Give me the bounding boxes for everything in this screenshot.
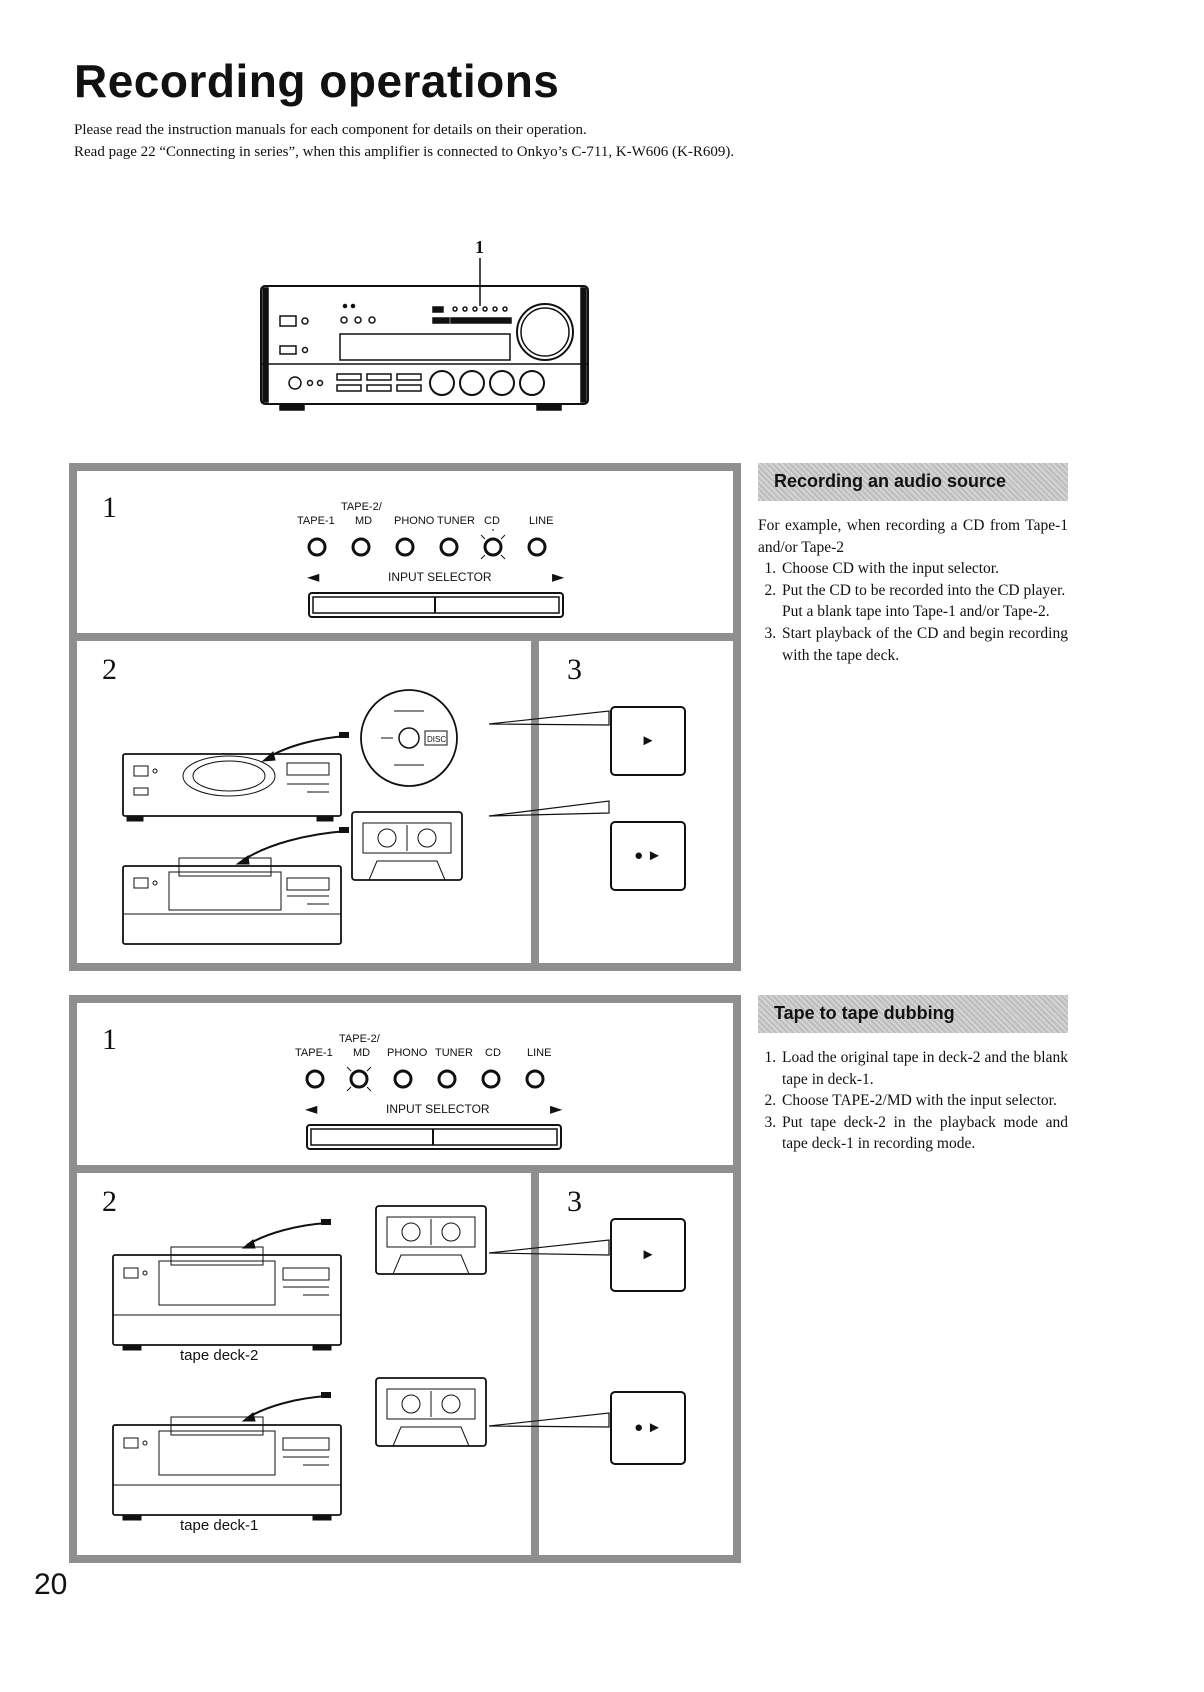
input-selector-bar — [306, 1124, 562, 1150]
label-cd: CD — [484, 515, 500, 527]
disc-logo: DISC — [427, 735, 446, 744]
dubbing-step1-cell: 1 TAPE-2/ TAPE-1 MD PHONO TUNER CD LINE … — [77, 1003, 733, 1165]
record-play-icon: ● ► — [634, 848, 662, 864]
input-selector-bar — [308, 592, 564, 618]
lit-indicator-md — [346, 1066, 372, 1092]
label-tape2: TAPE-2/ — [341, 501, 382, 513]
amplifier-callout: 1 — [475, 237, 484, 257]
label-tape1: TAPE-1 — [297, 515, 335, 527]
step-number: 3 — [567, 653, 582, 686]
label-cd: CD — [485, 1047, 501, 1059]
right-arrow-icon: ► — [550, 1099, 563, 1118]
connector-lines — [489, 710, 610, 817]
label-phono: PHONO — [387, 1047, 428, 1059]
section-heading-recording: Recording an audio source — [758, 463, 1068, 501]
recording-step3-cell: 3 — [539, 641, 733, 963]
section-text-dubbing: Load the original tape in deck-2 and the… — [758, 1047, 1068, 1155]
label-tape1: TAPE-1 — [295, 1047, 333, 1059]
section-heading-dubbing: Tape to tape dubbing — [758, 995, 1068, 1033]
input-selector-label: INPUT SELECTOR — [388, 570, 492, 584]
step-number: 2 — [102, 653, 117, 686]
label-phono: PHONO — [394, 515, 435, 527]
intro-text: Please read the instruction manuals for … — [74, 119, 734, 163]
intro-line-2: Read page 22 “Connecting in series”, whe… — [74, 144, 735, 160]
tape-decks-illustration — [112, 1205, 487, 1521]
recording-step-1: Choose CD with the input selector. — [780, 558, 1068, 580]
selector-labels: TAPE-2/ TAPE-1 MD PHONO TUNER CD LINE — [295, 1033, 555, 1073]
cassette-illustration — [351, 811, 463, 881]
recording-step-2-text: Put the CD to be recorded into the CD pl… — [782, 581, 1066, 599]
disc-illustration: DISC — [360, 689, 458, 787]
left-arrow-icon: ◄ — [305, 1099, 318, 1118]
record-play-icon: ● ► — [634, 1420, 662, 1436]
dubbing-step-3: Put tape deck-2 in the playback mode and… — [780, 1112, 1068, 1155]
label-md: MD — [353, 1047, 371, 1059]
step-number: 3 — [567, 1185, 582, 1218]
page-title: Recording operations — [74, 55, 560, 107]
step-number: 1 — [102, 1023, 117, 1056]
selector-knobs — [307, 529, 547, 560]
page-number: 20 — [34, 1568, 68, 1601]
dubbing-step2-cell: 2 — [77, 1173, 531, 1555]
deck1-label: tape deck-1 — [180, 1517, 259, 1534]
step-number: 2 — [102, 1185, 117, 1218]
lit-indicator-cd — [480, 529, 506, 560]
amplifier-illustration: 1 — [255, 236, 595, 426]
dubbing-step-1: Load the original tape in deck-2 and the… — [780, 1047, 1068, 1090]
recording-lead: For example, when recording a CD from Ta… — [758, 517, 1068, 556]
intro-line-1: Please read the instruction manuals for … — [74, 122, 587, 138]
label-tuner: TUNER — [435, 1047, 473, 1059]
recording-step-3: Start playback of the CD and begin recor… — [780, 623, 1068, 666]
section-text-recording: For example, when recording a CD from Ta… — [758, 515, 1068, 666]
left-arrow-icon: ◄ — [307, 567, 320, 586]
dubbing-step-2: Choose TAPE-2/MD with the input selector… — [780, 1090, 1068, 1112]
dubbing-figure: 1 TAPE-2/ TAPE-1 MD PHONO TUNER CD LINE … — [69, 995, 741, 1563]
play-button: ► — [610, 1218, 686, 1292]
recording-step2-cell: 2 — [77, 641, 531, 963]
record-play-button: ● ► — [610, 1391, 686, 1465]
recording-step1-cell: 1 TAPE-2/ TAPE-1 MD PHONO TUNER CD LINE … — [77, 471, 733, 633]
step-number: 1 — [102, 491, 117, 524]
recording-figure: 1 TAPE-2/ TAPE-1 MD PHONO TUNER CD LINE … — [69, 463, 741, 971]
record-play-button: ● ► — [610, 821, 686, 891]
label-line: LINE — [529, 515, 554, 527]
recording-step-2-extra: Put a blank tape into Tape-1 and/or Tape… — [782, 603, 1050, 621]
deck2-label: tape deck-2 — [180, 1347, 259, 1364]
cd-player-illustration — [122, 732, 349, 945]
play-icon: ► — [640, 733, 656, 749]
connector-lines — [489, 1239, 610, 1428]
play-icon: ► — [640, 1247, 656, 1263]
recording-step-2: Put the CD to be recorded into the CD pl… — [780, 580, 1068, 623]
input-selector-label: INPUT SELECTOR — [386, 1102, 490, 1116]
play-button: ► — [610, 706, 686, 776]
label-tape2: TAPE-2/ — [339, 1033, 380, 1045]
label-line: LINE — [527, 1047, 552, 1059]
label-md: MD — [355, 515, 373, 527]
selector-knobs — [305, 1066, 545, 1092]
right-arrow-icon: ► — [552, 567, 565, 586]
selector-labels: TAPE-2/ TAPE-1 MD PHONO TUNER CD LINE — [297, 501, 557, 541]
label-tuner: TUNER — [437, 515, 475, 527]
